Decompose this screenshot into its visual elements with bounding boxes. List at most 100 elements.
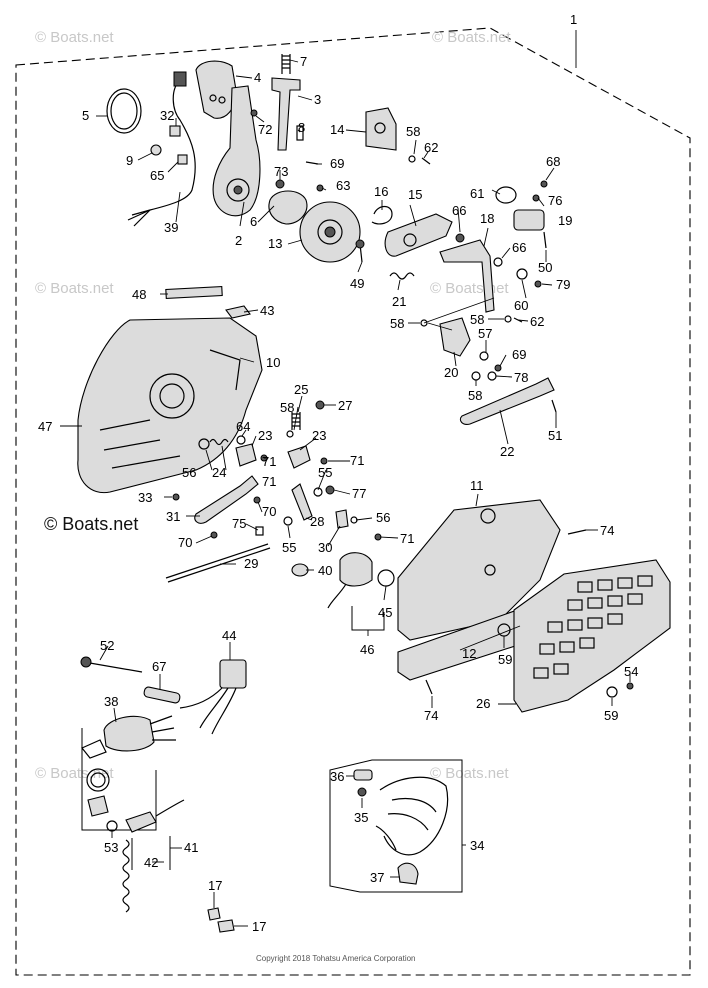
part-spring [389, 272, 415, 280]
part-sleeve [143, 686, 181, 704]
part-screw [210, 531, 218, 539]
part-harness [379, 776, 449, 856]
part-pin [255, 526, 264, 536]
part-screw [543, 231, 547, 249]
part-lanyard-coil [122, 839, 130, 913]
label-part-53: 53 [104, 840, 118, 855]
part-lever-bar [194, 475, 259, 524]
label-part-3: 3 [314, 92, 321, 107]
part-washer [471, 371, 481, 381]
label-part-51: 51 [548, 428, 562, 443]
label-part-75: 75 [232, 516, 246, 531]
label-part-74: 74 [424, 708, 438, 723]
label-part-47: 47 [38, 419, 52, 434]
label-part-2: 2 [235, 233, 242, 248]
part-wire-harness [131, 79, 196, 216]
part-control-arm [212, 85, 261, 217]
part-nut [275, 179, 285, 189]
part-switch-wires [179, 687, 237, 735]
label-part-22: 22 [500, 444, 514, 459]
watermark: © Boats.net [35, 29, 114, 46]
part-link [291, 483, 313, 521]
part-housing-rib [209, 349, 241, 391]
part-clip [169, 125, 181, 137]
label-part-45: 45 [378, 605, 392, 620]
label-part-67: 67 [152, 659, 166, 674]
label-part-76: 76 [548, 193, 562, 208]
label-part-19: 19 [558, 213, 572, 228]
label-part-78: 78 [514, 370, 528, 385]
part-bolt-head [355, 239, 365, 249]
part-ring-inner [90, 772, 106, 788]
label-part-61: 61 [470, 186, 484, 201]
label-part-6: 6 [250, 214, 257, 229]
part-key-switch-wires [149, 715, 176, 741]
part-switch-box [219, 659, 247, 689]
watermark: © Boats.net [35, 765, 114, 782]
copyright-text: Copyright 2018 Tohatsu America Corporati… [256, 954, 416, 963]
part-screw [540, 180, 548, 188]
part-cap [291, 563, 309, 577]
label-part-59: 59 [498, 652, 512, 667]
part-main-housing [77, 317, 263, 494]
watermark: © Boats.net [430, 280, 509, 297]
part-washer [313, 487, 323, 497]
watermark-main: © Boats.net [44, 514, 138, 534]
label-part-24: 24 [212, 465, 226, 480]
part-wire [127, 209, 151, 221]
part-key [81, 739, 107, 759]
part-washer [283, 516, 293, 526]
label-part-8: 8 [298, 120, 305, 135]
label-part-15: 15 [408, 187, 422, 202]
label-part-62: 62 [424, 140, 438, 155]
part-knob [335, 509, 349, 529]
part-washer [493, 257, 503, 267]
label-part-73: 73 [274, 164, 288, 179]
label-part-10: 10 [266, 355, 280, 370]
part-cover-hole [480, 508, 496, 524]
part-screw [567, 529, 587, 535]
label-part-30: 30 [318, 540, 332, 555]
part-fuse-holder [353, 769, 373, 781]
label-part-20: 20 [444, 365, 458, 380]
part-grommet [397, 862, 419, 885]
label-part-71: 71 [262, 454, 276, 469]
label-part-1: 1 [570, 12, 577, 27]
label-part-9: 9 [126, 153, 133, 168]
label-part-74: 74 [600, 523, 614, 538]
label-part-31: 31 [166, 509, 180, 524]
part-bracket [287, 445, 311, 469]
part-washer [479, 351, 489, 361]
label-part-56: 56 [376, 510, 390, 525]
label-part-65: 65 [150, 168, 164, 183]
label-part-37: 37 [370, 870, 384, 885]
part-rod [165, 543, 269, 579]
label-part-38: 38 [104, 694, 118, 709]
part-washer [420, 319, 428, 327]
part-bracket [365, 107, 397, 151]
part-link-rod [459, 377, 555, 425]
part-cover-hole [484, 564, 496, 576]
label-part-29: 29 [244, 556, 258, 571]
part-key-switch [103, 715, 155, 752]
part-key-holder [87, 795, 109, 817]
part-screw [425, 679, 433, 695]
label-part-17: 17 [208, 878, 222, 893]
label-part-39: 39 [164, 220, 178, 235]
part-lever-arm [271, 77, 301, 151]
label-part-28: 28 [310, 514, 324, 529]
part-nut [172, 493, 180, 501]
part-ring-inner [110, 92, 138, 130]
label-part-60: 60 [514, 298, 528, 313]
part-harness [375, 797, 437, 851]
label-part-40: 40 [318, 563, 332, 578]
label-part-57: 57 [478, 326, 492, 341]
label-part-33: 33 [138, 490, 152, 505]
part-nut-ring [377, 569, 395, 587]
part-pin [296, 125, 304, 141]
label-part-71: 71 [350, 453, 364, 468]
part-nut [325, 485, 335, 495]
part-switch-wire [327, 583, 347, 609]
part-nut [357, 787, 367, 797]
